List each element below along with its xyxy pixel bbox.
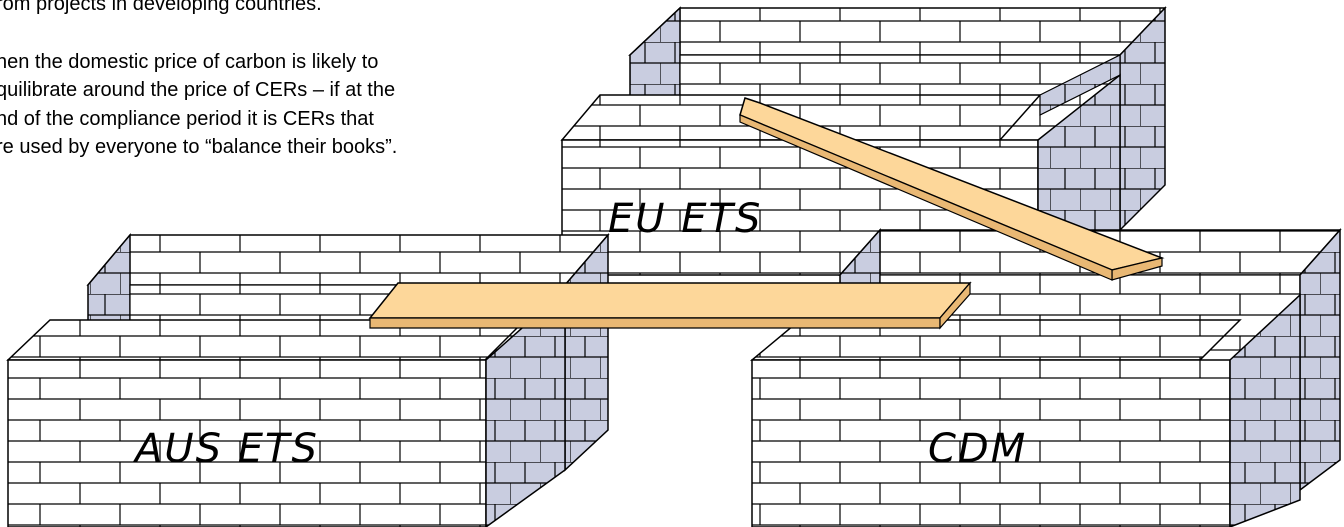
- label-aus-ets: AUS ETS: [132, 426, 319, 472]
- label-eu-ets: EU ETS: [608, 196, 762, 242]
- wall-aus-ets: AUS ETS: [8, 235, 608, 527]
- plank-aus-cdm: [370, 283, 970, 328]
- wall-cdm: CDM: [752, 230, 1340, 527]
- label-cdm: CDM: [928, 426, 1027, 472]
